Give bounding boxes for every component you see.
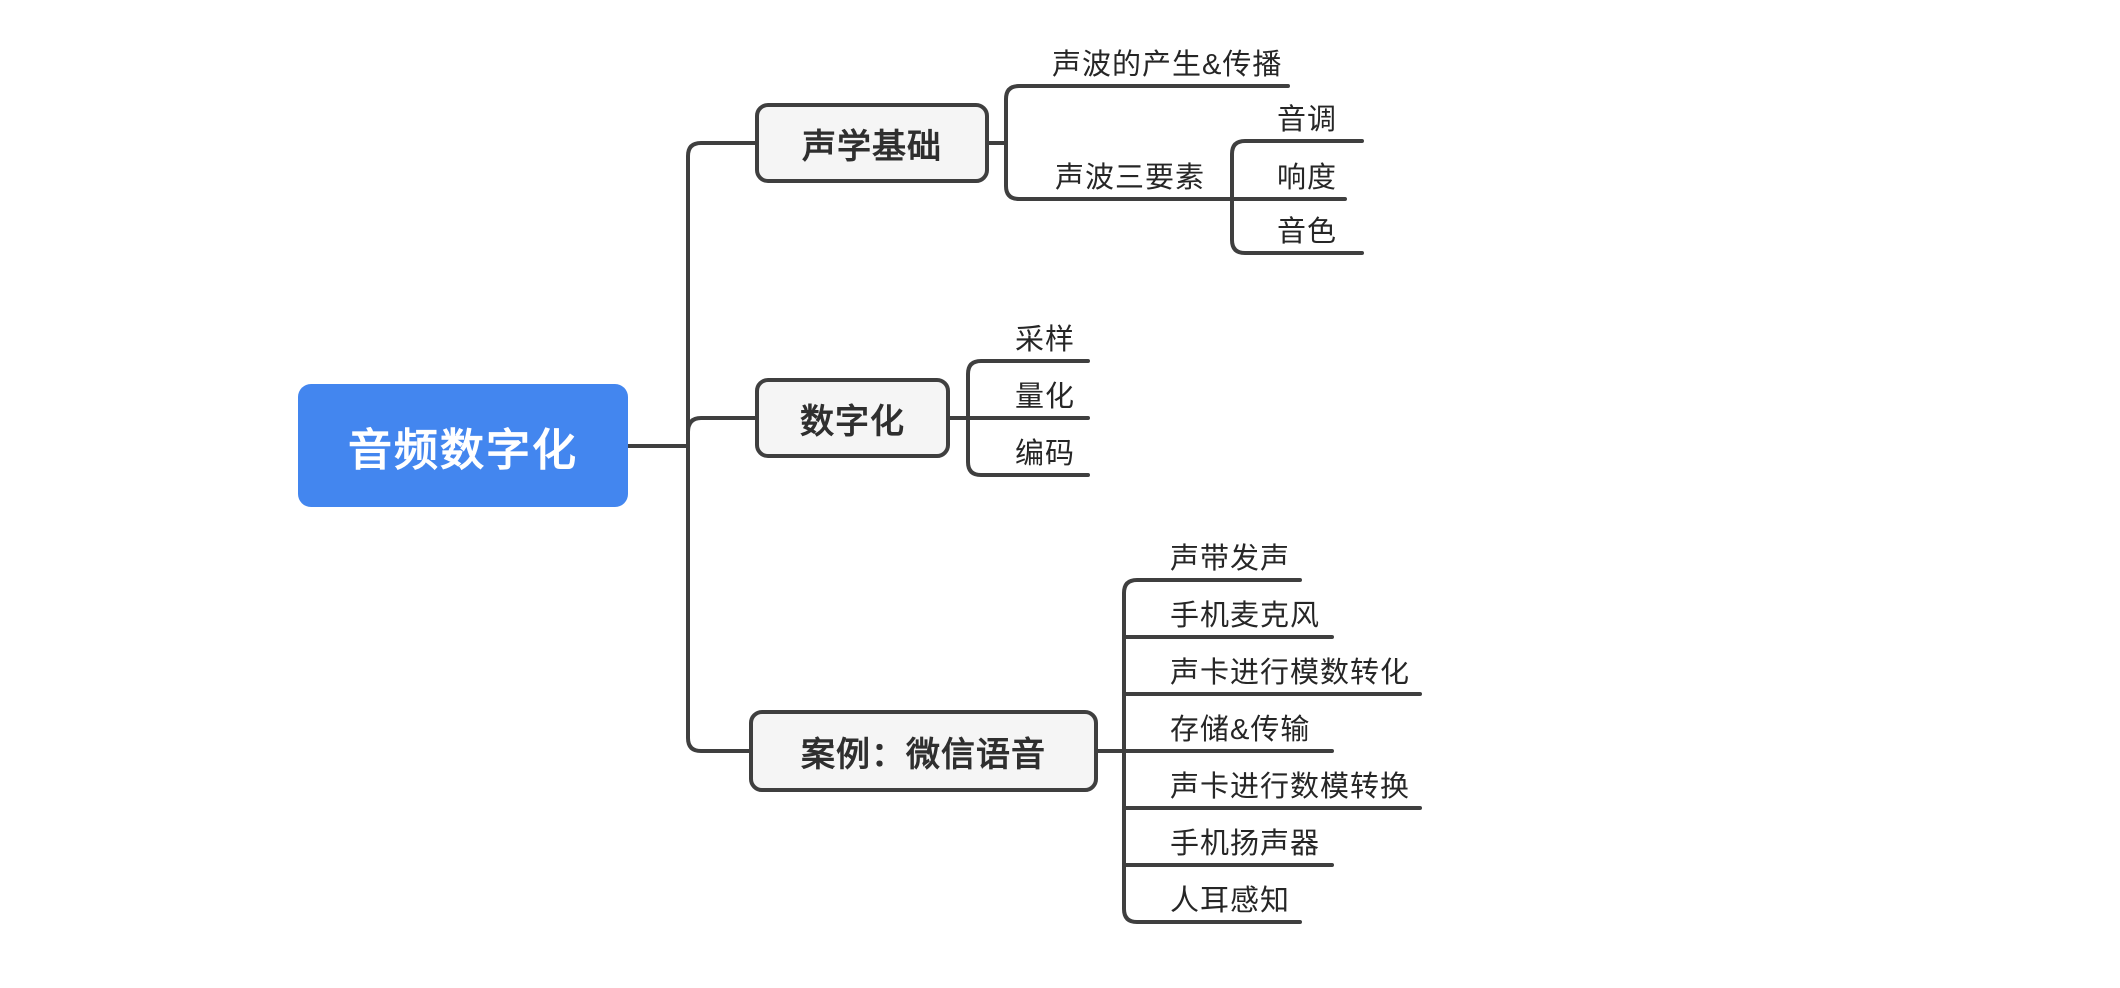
connector-branch3-child-bottom	[1122, 749, 1302, 924]
connector-branch2-child-bottom	[966, 416, 1090, 477]
main-topic-case-wechat-voice[interactable]: 案例：微信语音	[749, 710, 1098, 792]
subtopic-adc-soundcard[interactable]: 声卡进行模数转化	[1170, 657, 1411, 689]
connector-elements-child-top	[1230, 139, 1364, 201]
subtopic-phone-speaker[interactable]: 手机扬声器	[1170, 828, 1321, 860]
subtopic-storage-transmission[interactable]: 存储&传输	[1170, 714, 1311, 746]
subtopic-loudness[interactable]: 响度	[1277, 162, 1338, 194]
subtopic-timbre[interactable]: 音色	[1277, 216, 1338, 248]
central-topic[interactable]: 音频数字化	[298, 384, 628, 507]
subtopic-quantization[interactable]: 量化	[1015, 381, 1076, 413]
connector-branch2-child-top	[966, 359, 1090, 420]
connector-elements-child-bottom	[1230, 197, 1364, 255]
connector-branch1-child2	[1004, 141, 1347, 201]
subtopic-pitch[interactable]: 音调	[1277, 104, 1338, 136]
connector-branch1-child1	[1004, 84, 1290, 145]
subtopic-vocal-cords[interactable]: 声带发声	[1170, 543, 1291, 575]
connector-branch3-child-top	[1122, 578, 1302, 753]
connector-branch2-stub	[686, 416, 757, 434]
subtopic-sampling[interactable]: 采样	[1015, 324, 1076, 356]
subtopic-phone-microphone[interactable]: 手机麦克风	[1170, 600, 1321, 632]
subtopic-human-ear[interactable]: 人耳感知	[1170, 885, 1291, 917]
connector-trunk	[686, 141, 757, 753]
subtopic-dac-soundcard[interactable]: 声卡进行数模转换	[1170, 771, 1411, 803]
main-topic-digitization[interactable]: 数字化	[755, 378, 950, 458]
subtopic-sound-wave-generation[interactable]: 声波的产生&传播	[1052, 49, 1283, 81]
main-topic-acoustics[interactable]: 声学基础	[755, 103, 989, 183]
subtopic-encoding[interactable]: 编码	[1015, 438, 1076, 470]
subtopic-three-elements[interactable]: 声波三要素	[1055, 162, 1206, 194]
